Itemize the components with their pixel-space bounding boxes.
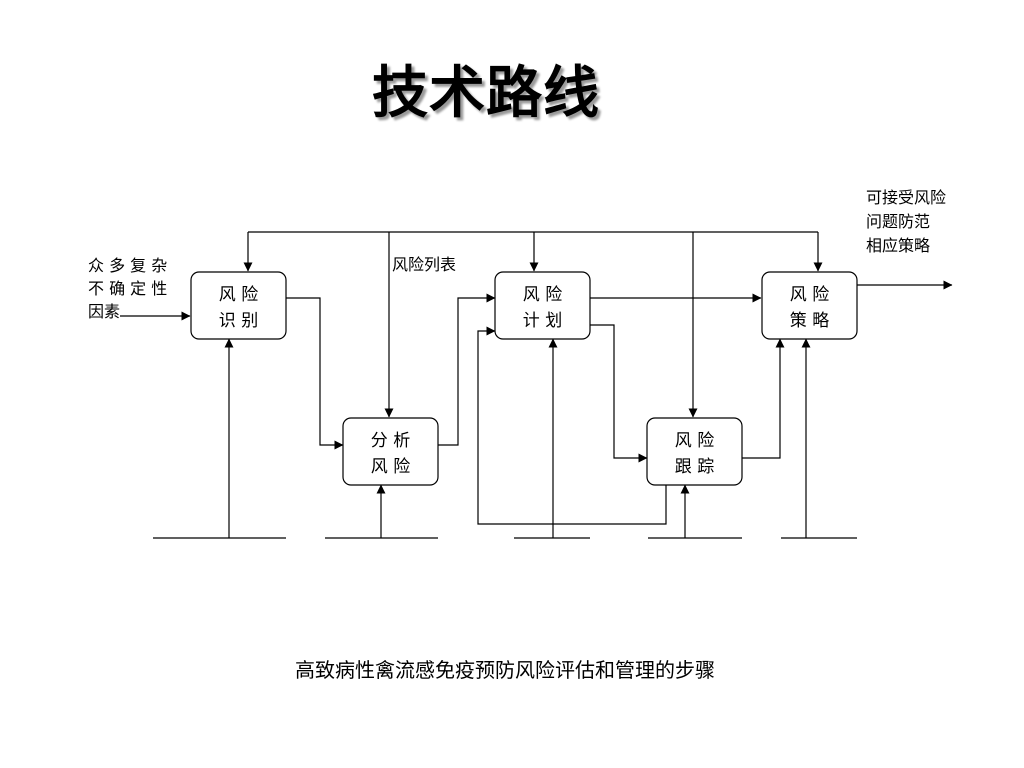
box-risk-analyze: 分 析 风 险	[342, 417, 439, 486]
identify-to-analyze-arrow	[286, 297, 344, 450]
slide-title: 技术路线	[372, 61, 600, 126]
box-label-line: 风 险	[219, 285, 258, 305]
box-label-line: 风 险	[523, 285, 562, 305]
output-label-line: 可接受风险	[866, 188, 946, 207]
input-label-line: 不 确 定 性	[88, 279, 167, 298]
box-label-line: 风 险	[371, 457, 410, 477]
box-risk-strategy: 风 险 策 略	[761, 271, 858, 340]
input-label-line: 因素	[88, 302, 120, 321]
output-label: 可接受风险 问题防范 相应策略	[866, 188, 946, 255]
box-label-line: 策 略	[790, 311, 829, 331]
output-label-line: 问题防范	[866, 212, 930, 231]
box-label-line: 风 险	[675, 431, 714, 451]
output-label-line: 相应策略	[866, 236, 930, 255]
plan-to-track-arrow	[590, 324, 648, 463]
box-risk-track: 风 险 跟 踪	[646, 417, 743, 486]
diagram-caption: 高致病性禽流感免疫预防风险评估和管理的步骤	[295, 658, 715, 682]
box-label-line: 分 析	[371, 431, 410, 451]
track-to-plan-feedback-arrow	[477, 326, 667, 525]
box-label-line: 风 险	[790, 285, 829, 305]
input-label-line: 众 多 复 杂	[88, 256, 167, 275]
box-label-line: 计 划	[523, 311, 562, 331]
analyze-to-plan-arrow	[438, 293, 496, 446]
track-to-strategy-arrow	[742, 338, 785, 459]
box-label-line: 识 别	[219, 311, 258, 331]
box-risk-identify: 风 险 识 别	[190, 271, 287, 340]
risk-list-label: 风险列表	[392, 255, 456, 274]
input-label: 众 多 复 杂 不 确 定 性 因素	[88, 256, 167, 321]
box-risk-plan: 风 险 计 划	[494, 271, 591, 340]
box-label-line: 跟 踪	[675, 457, 714, 477]
